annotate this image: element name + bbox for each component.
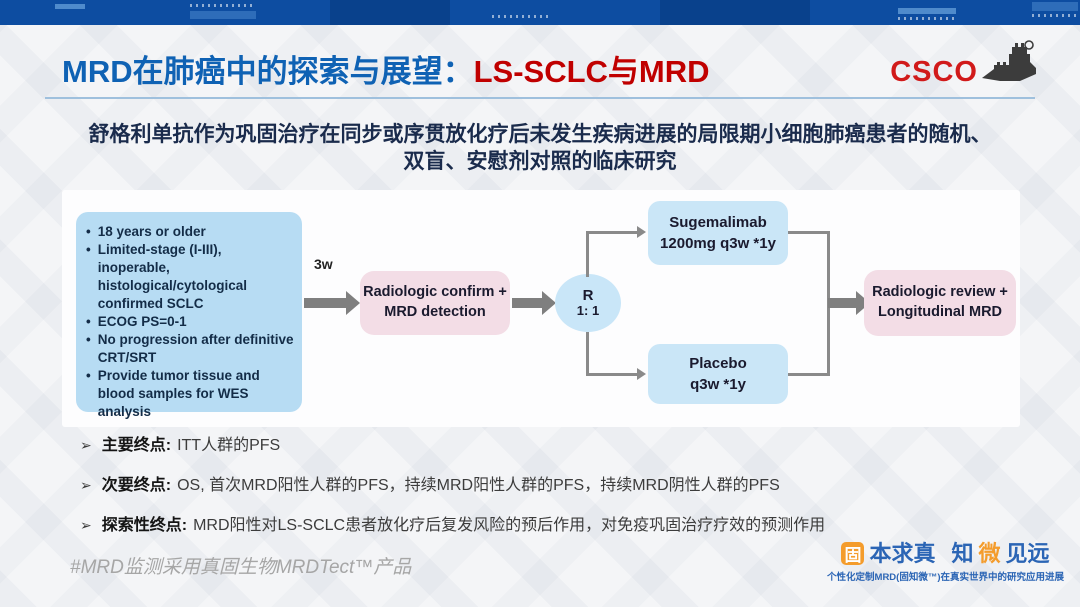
brand-boxed-char: 固 (841, 542, 865, 565)
strip-pattern (330, 0, 450, 25)
eligibility-criteria-box: • 18 years or older • Limited-stage (I-III… (76, 212, 302, 419)
mrd-product-note: #MRD监测采用真固生物MRDTect™产品 (70, 557, 412, 578)
placebo-line2: q3w *1y (690, 376, 746, 393)
endpoint-label: 探索性终点: (101, 516, 188, 534)
page-title-en: LS-SCLC与MRD (473, 54, 710, 89)
arrow-right-icon (346, 291, 360, 315)
arrow-right-icon (542, 291, 556, 315)
review-line2: Longitudinal MRD (877, 304, 1003, 320)
sugemalimab-line2: 1200mg q3w *1y (660, 235, 776, 252)
endpoint-text: OS, 首次MRD阳性人群的PFS，持续MRD阳性人群的PFS，持续MRD阴性人… (177, 476, 780, 494)
criteria-item: • Provide tumor tissue and blood samples … (86, 367, 296, 421)
csco-logo-text: CSCO (890, 56, 978, 88)
strip-pattern (898, 17, 956, 20)
review-box: Radiologic review + Longitudinal MRD (864, 270, 1016, 336)
arrow-right-icon (512, 298, 542, 308)
brand-text: 知 (951, 540, 974, 566)
connector-line (586, 332, 589, 376)
endpoint-secondary: ➢ 次要终点: OS, 首次MRD阳性人群的PFS，持续MRD阳性人群的PFS，… (80, 476, 1030, 497)
arrow-right-icon (828, 298, 856, 308)
bullet-icon: • (86, 331, 91, 347)
great-wall-icon (980, 38, 1038, 87)
sugemalimab-line1: Sugemalimab (669, 214, 767, 231)
randomization-ratio: 1: 1 (576, 303, 600, 319)
endpoint-label: 次要终点: (101, 476, 172, 494)
placebo-arm-box: Placebo q3w *1y (648, 344, 788, 404)
randomization-letter: R (582, 286, 594, 304)
arrowhead-bullet-icon: ➢ (80, 476, 92, 493)
endpoints-list: ➢ 主要终点: ITT人群的PFS ➢ 次要终点: OS, 首次MRD阳性人群的… (80, 436, 1030, 555)
brand-text: 本求真 (869, 540, 936, 566)
arrow-right-icon (637, 226, 646, 238)
connector-line (586, 231, 638, 234)
connector-line (788, 373, 830, 376)
mrd-detection-box: Radiologic confirm + MRD detection (360, 271, 510, 335)
brand-text: 见远 (1005, 540, 1050, 566)
study-title: 舒格利单抗作为巩固治疗在同步或序贯放化疗后未发生疾病进展的局限期小细胞肺癌患者的… (20, 121, 1060, 176)
endpoint-exploratory: ➢ 探索性终点: MRD阳性对LS-SCLC患者放化疗后复发风险的预后作用，对免… (80, 516, 1030, 537)
randomization-node: R 1: 1 (555, 274, 621, 332)
connector-line (586, 373, 638, 376)
criteria-text: No progression after definitive CRT/SRT (97, 331, 294, 365)
bullet-icon: • (86, 367, 91, 383)
genecast-brand-logo: 固 本求真 知 微 见远 个性化定制MRD(固知微™)在真实世界中的研究应用进展 (827, 542, 1064, 583)
criteria-text: Provide tumor tissue and blood samples f… (97, 367, 260, 419)
csco-logo: CSCO (890, 38, 1038, 87)
review-line1: Radiologic review + (872, 284, 1008, 301)
arrowhead-bullet-icon: ➢ (80, 516, 92, 533)
mrd-detection-line1: Radiologic confirm + (363, 284, 507, 301)
criteria-text: 18 years or older (97, 224, 206, 239)
top-decor-strip (0, 0, 1080, 25)
page-title-cn: MRD在肺癌中的探索与展望： (62, 54, 474, 89)
flowchart-panel: • 18 years or older • Limited-stage (I-III… (62, 190, 1020, 427)
endpoint-text: MRD阳性对LS-SCLC患者放化疗后复发风险的预后作用，对免疫巩固治疗疗效的预… (193, 516, 826, 534)
brand-slogan: 固 本求真 知 微 见远 (827, 542, 1064, 565)
brand-tagline: 个性化定制MRD(固知微™)在真实世界中的研究应用进展 (827, 572, 1064, 583)
endpoint-label: 主要终点: (101, 437, 172, 454)
arrow-right-icon (637, 368, 646, 380)
study-title-line2: 双盲、安慰剂对照的临床研究 (403, 150, 677, 174)
endpoint-text: ITT人群的PFS (177, 437, 281, 454)
strip-pattern (55, 4, 85, 9)
header-divider (45, 97, 1035, 99)
placebo-line1: Placebo (689, 355, 747, 372)
sugemalimab-arm-box: Sugemalimab 1200mg q3w *1y (648, 201, 788, 265)
bullet-icon: • (86, 241, 91, 257)
criteria-text: Limited-stage (I-III), inoperable, histo… (97, 241, 248, 311)
endpoint-primary: ➢ 主要终点: ITT人群的PFS (80, 436, 1030, 457)
arrow-right-icon (304, 298, 346, 308)
brand-text-orange: 微 (978, 540, 1001, 566)
strip-pattern (660, 0, 810, 25)
strip-pattern (190, 11, 256, 19)
criteria-item: • 18 years or older (86, 223, 296, 241)
strip-pattern (898, 8, 956, 14)
interval-label: 3w (314, 256, 333, 272)
criteria-text: ECOG PS=0-1 (97, 313, 187, 329)
criteria-item: • ECOG PS=0-1 (86, 313, 296, 331)
bullet-icon: • (86, 313, 91, 329)
strip-pattern (1032, 14, 1078, 17)
strip-pattern (492, 15, 552, 18)
criteria-item: • Limited-stage (I-III), inoperable, hist… (86, 241, 296, 313)
strip-pattern (190, 4, 256, 7)
page-title: MRD在肺癌中的探索与展望：LS-SCLC与MRD (62, 46, 710, 91)
mrd-detection-line2: MRD detection (384, 304, 486, 320)
connector-line (788, 231, 830, 234)
arrowhead-bullet-icon: ➢ (80, 437, 92, 453)
strip-pattern (1032, 2, 1078, 11)
criteria-item: • No progression after definitive CRT/SRT (86, 331, 296, 367)
study-title-line1: 舒格利单抗作为巩固治疗在同步或序贯放化疗后未发生疾病进展的局限期小细胞肺癌患者的… (88, 123, 992, 146)
connector-line (586, 231, 589, 277)
bullet-icon: • (86, 224, 91, 239)
